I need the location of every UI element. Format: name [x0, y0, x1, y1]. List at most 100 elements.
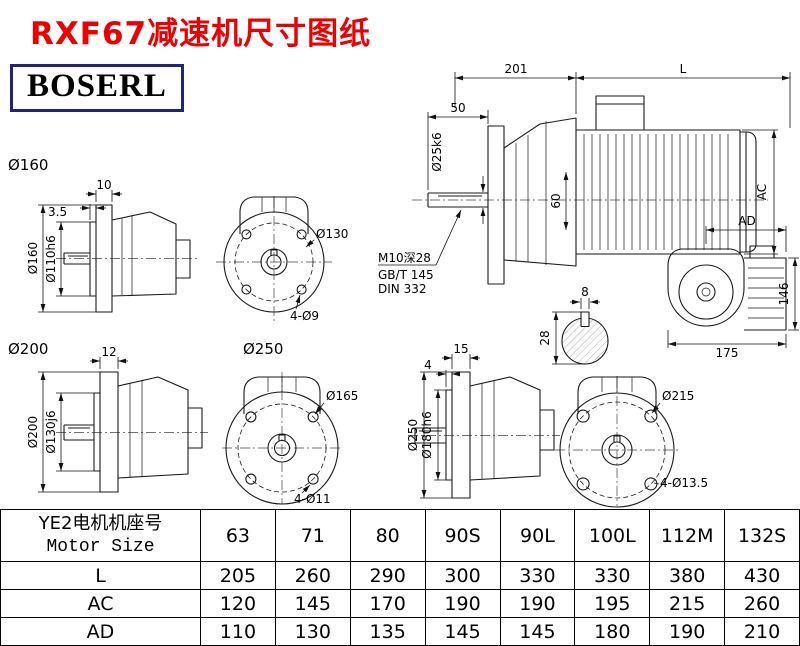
dim-holes-160: 4-Ø9 [290, 309, 319, 323]
dim-bolt-circle-160: Ø130 [316, 227, 348, 241]
motor-body [576, 129, 741, 255]
cell-AD-132S: 210 [724, 617, 800, 646]
flange-250-side-view: Ø250 15 4 Ø250 Ø180h6 [243, 340, 560, 499]
cell-AD-90L: 145 [499, 617, 576, 646]
row-label-L: L [0, 561, 201, 590]
flange-250-label: Ø250 [243, 340, 283, 358]
dim-bolt-circle-250: Ø215 [662, 389, 694, 403]
cell-AC-90S: 190 [424, 589, 501, 618]
cell-AC-100L: 195 [574, 589, 651, 618]
fan-cowl [740, 131, 757, 253]
cell-AC-71: 145 [274, 589, 351, 618]
dim-AD: AD [738, 214, 755, 228]
dim-175: 175 [716, 346, 739, 360]
housing-200 [117, 376, 189, 479]
spigot-250 [445, 389, 452, 481]
dim-spigot-dia-250: Ø180h6 [420, 411, 434, 459]
cell-L-80: 290 [349, 561, 426, 590]
dim-spigot-dia-200: Ø130j6 [44, 410, 58, 453]
motor-size-63: 63 [200, 509, 276, 562]
dim-holes-250: 4-Ø13.5 [660, 476, 708, 490]
flange-circle-250 [559, 392, 675, 508]
flange-plate-250 [451, 371, 471, 499]
flange-200-front-view: Ø165 4-Ø11 [222, 372, 358, 506]
dim-AC: AC [755, 184, 769, 200]
bolt-circle-200 [237, 403, 327, 493]
dim-holes-200: 4-Ø11 [294, 492, 331, 506]
keyway [580, 311, 590, 328]
table-row-AD: AD 110 130 135 145 145 180 190 210 [0, 617, 800, 646]
dim-flange-dia-200: Ø200 [26, 416, 40, 448]
flange-200-label: Ø200 [8, 340, 48, 358]
tap-note-line2: GB/T 145 [378, 268, 434, 282]
key-cross-section: 8 28 [538, 285, 609, 365]
brand-logo-text: BOSERL [27, 68, 167, 104]
page-title: RXF67减速机尺寸图纸 [30, 16, 372, 52]
flange-160-side-view: Ø160 10 3.5 Ø160 Ø110h6 [8, 156, 198, 313]
motor-size-112M: 112M [649, 509, 726, 562]
shaft-160 [63, 252, 90, 265]
cell-AC-112M: 215 [649, 589, 726, 618]
dim-flange-dia-160: Ø160 [26, 242, 40, 274]
brand-logo: BOSERL [10, 64, 184, 112]
dim-thickness-200: 12 [101, 345, 116, 359]
dim-key-width: 8 [581, 285, 589, 299]
cell-AD-112M: 190 [649, 617, 726, 646]
motor-fins [583, 134, 729, 250]
dim-thickness-250: 15 [453, 342, 468, 356]
cell-AD-80: 135 [349, 617, 426, 646]
cell-L-112M: 380 [649, 561, 726, 590]
cell-AC-90L: 190 [499, 589, 576, 618]
dim-spigot-dia-160: Ø110h6 [44, 235, 58, 283]
row-label-AC: AC [0, 589, 201, 618]
flange-plate-200 [99, 371, 119, 493]
flange-plate-160 [95, 204, 113, 313]
flange-200-side-view: Ø200 12 Ø200 Ø130j6 [8, 340, 208, 493]
housing-250 [469, 376, 541, 481]
output-flange-plate [487, 125, 505, 285]
motor-size-100L: 100L [574, 509, 651, 562]
row-label-AD: AD [0, 617, 201, 646]
cell-AD-100L: 180 [574, 617, 651, 646]
bolt-circle-160 [234, 222, 314, 302]
header-line-en: Motor Size [46, 536, 155, 557]
cell-L-100L: 330 [574, 561, 651, 590]
cell-L-63: 205 [200, 561, 276, 590]
cell-L-90L: 330 [499, 561, 576, 590]
table-row-L: L 205 260 290 300 330 330 380 430 [0, 561, 800, 590]
table-header-row: YE2电机机座号 Motor Size 63 71 80 90S 90L 100… [0, 509, 800, 562]
motor-size-80: 80 [349, 509, 426, 562]
flange-250-front-view: Ø215 4-Ø13.5 [555, 376, 708, 508]
output-shaft [427, 192, 488, 208]
dim-146: 146 [777, 283, 791, 306]
shaft-250 [414, 427, 446, 444]
dim-28: 28 [538, 330, 552, 345]
dim-flange-dia-250: Ø250 [406, 419, 420, 451]
cell-AD-63: 110 [200, 617, 276, 646]
terminal-box [595, 95, 645, 130]
cell-L-90S: 300 [424, 561, 501, 590]
shaft-200 [63, 424, 94, 441]
dim-L: L [680, 62, 687, 76]
motor-size-90L: 90L [499, 509, 576, 562]
cell-AC-63: 120 [200, 589, 276, 618]
dim-50: 50 [450, 101, 465, 115]
flange-160-label: Ø160 [8, 156, 48, 174]
dim-60: 60 [549, 193, 563, 208]
dim-201: 201 [505, 62, 528, 76]
table-row-AC: AC 120 145 170 190 190 195 215 260 [0, 589, 800, 618]
tap-note-line3: DIN 332 [378, 282, 426, 296]
dim-bolt-circle-200: Ø165 [326, 389, 358, 403]
tap-note-line1: M10深28 [378, 251, 431, 265]
motor-size-header-cell: YE2电机机座号 Motor Size [0, 509, 201, 562]
cell-AD-90S: 145 [424, 617, 501, 646]
flange-160-front-view: Ø130 4-Ø9 [216, 196, 348, 324]
dim-spigot-depth-160: 3.5 [48, 205, 67, 219]
cell-AD-71: 130 [274, 617, 351, 646]
dimension-table: YE2电机机座号 Motor Size 63 71 80 90S 90L 100… [0, 509, 800, 646]
housing-outline [667, 248, 745, 327]
motor-end-view: AD 146 175 [667, 214, 799, 360]
motor-size-90S: 90S [424, 509, 501, 562]
